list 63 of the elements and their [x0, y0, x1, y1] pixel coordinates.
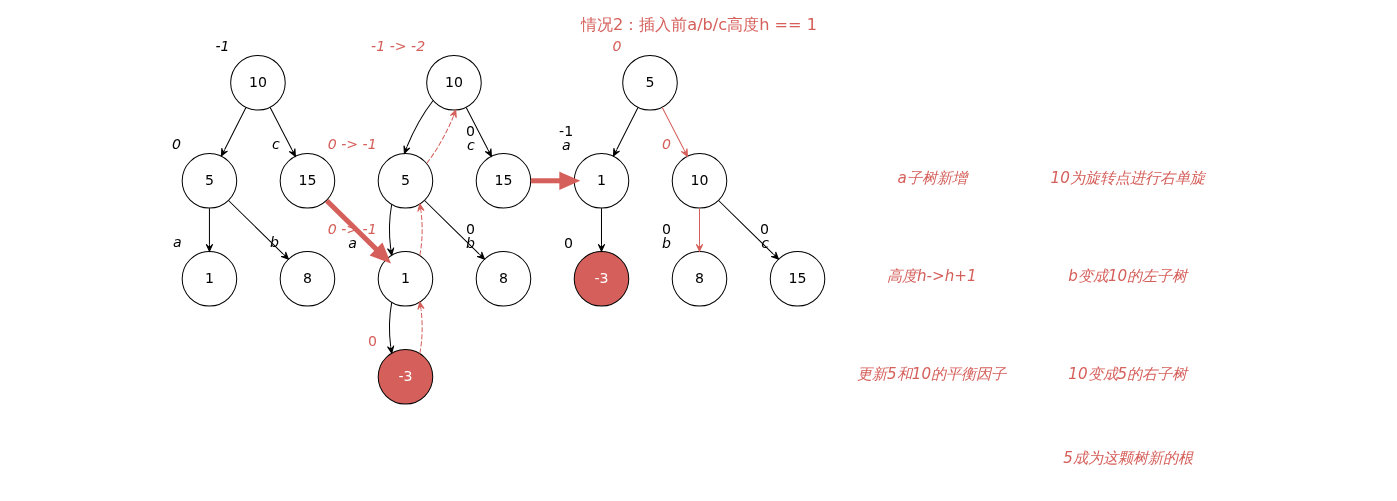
node-label: a: [561, 136, 571, 153]
label: a子树新增: [897, 168, 967, 187]
arrow: [425, 109, 457, 164]
arrow: [612, 106, 638, 156]
node-label: 0: [171, 135, 181, 152]
node-circle: 1: [573, 152, 629, 209]
node-label: b: [465, 234, 475, 251]
node-circle: -3: [377, 348, 433, 405]
node-label: 0: [465, 122, 475, 139]
node-circle: 8: [671, 250, 727, 307]
node-label: c: [466, 136, 475, 153]
label: b变成10的左子树: [1067, 266, 1187, 285]
node-label: -1: [215, 37, 230, 54]
label: 10变成5的右子树: [1067, 364, 1187, 383]
node-label: b: [269, 233, 279, 250]
node-circle: 10: [229, 54, 286, 111]
node-label: a: [347, 234, 357, 251]
arrow: [269, 106, 296, 157]
label: 10为旋转点进行右单旋: [1050, 168, 1205, 187]
node-label: 0: [661, 135, 671, 152]
node-label: 0: [661, 220, 671, 237]
arrow: [465, 106, 492, 157]
arrow: [416, 301, 425, 354]
arrow: [402, 99, 434, 154]
node-circle: 1: [181, 250, 237, 307]
node-label: b: [661, 234, 671, 251]
arrow: [227, 199, 289, 260]
diagram-title: 情况2：插入前a/b/c高度h == 1: [580, 14, 817, 34]
node-circle: 5: [377, 152, 433, 209]
node-label: -1: [558, 122, 573, 139]
node-label: 0: [563, 234, 573, 251]
arrow: [386, 203, 394, 256]
arrow: [205, 207, 213, 252]
arrow: [423, 199, 485, 260]
node-label: 0: [367, 332, 377, 349]
node-label: a: [172, 233, 182, 250]
arrow: [695, 207, 703, 252]
node-circle: 5: [181, 152, 237, 209]
node-circle: 10: [425, 54, 482, 111]
node-circle: 15: [475, 152, 531, 209]
node-label: 0: [759, 220, 769, 237]
node-label: 0: [612, 37, 622, 54]
node-circle: 1: [377, 250, 433, 307]
node-circle: 15: [279, 152, 335, 209]
node-circle: 10: [671, 152, 727, 209]
arrow: [386, 301, 394, 354]
label: 高度h->h+1: [886, 266, 977, 285]
node-label: c: [271, 135, 280, 152]
arrow: [324, 198, 391, 264]
label: 更新5和10的平衡因子: [856, 364, 1006, 383]
node-circle: 5: [621, 54, 678, 111]
node-circle: -3: [573, 250, 629, 307]
node-label: c: [760, 234, 769, 251]
arrow: [530, 171, 580, 190]
arrow: [717, 199, 779, 260]
node-label: 0 -> -1: [327, 135, 377, 152]
label: 5成为这颗树新的根: [1062, 448, 1193, 467]
arrow: [597, 207, 605, 252]
node-label: 0: [465, 220, 475, 237]
node-label: -1 -> -2: [370, 37, 425, 54]
arrow: [220, 106, 246, 156]
arrow: [416, 203, 425, 256]
arrow: [661, 106, 688, 157]
